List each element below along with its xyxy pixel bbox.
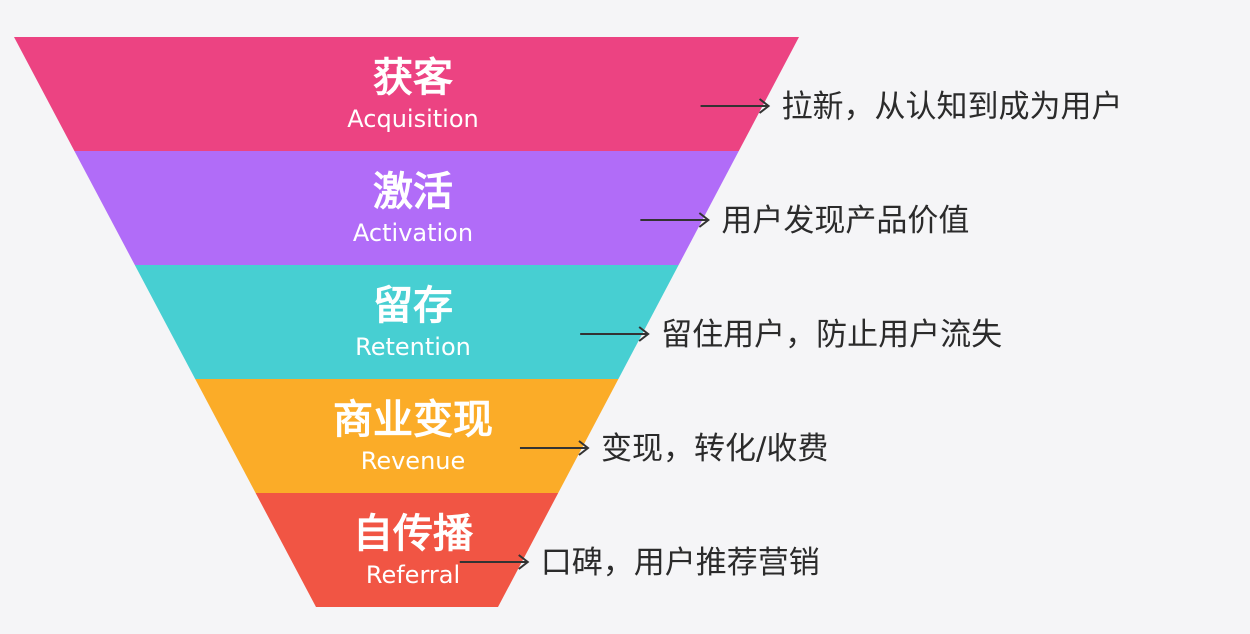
stage-title: 留存 — [373, 283, 453, 329]
funnel-descriptions: 拉新，从认知到成为用户用户发现产品价值留住用户，防止用户流失变现，转化/收费口碑… — [541, 89, 1123, 581]
funnel-band-2 — [74, 151, 739, 265]
funnel-arrows — [459, 98, 771, 570]
stage-title: 激活 — [373, 169, 453, 215]
stage-subtitle: Acquisition — [347, 105, 478, 133]
stage-description: 用户发现产品价值 — [721, 203, 969, 239]
funnel-band-5 — [255, 493, 559, 607]
funnel-bands — [14, 37, 799, 607]
stage-title: 自传播 — [353, 511, 474, 557]
stage-title: 获客 — [373, 55, 453, 101]
stage-description: 拉新，从认知到成为用户 — [782, 89, 1123, 125]
stage-subtitle: Activation — [353, 219, 473, 247]
arrow-head-icon — [578, 440, 590, 456]
stage-description: 留住用户，防止用户流失 — [661, 317, 1002, 353]
stage-description: 变现，转化/收费 — [601, 431, 828, 467]
funnel-labels: 获客 Acquisition 激活 Activation 留存 Retention 商业变现… — [333, 55, 493, 589]
funnel-band-3 — [134, 265, 679, 379]
stage-subtitle: Referral — [366, 561, 460, 589]
arrow-head-icon — [638, 326, 650, 342]
stage-title: 商业变现 — [333, 397, 493, 443]
stage-subtitle: Retention — [355, 333, 471, 361]
arrow-head-icon — [758, 98, 771, 114]
arrow-head-icon — [518, 554, 530, 570]
stage-subtitle: Revenue — [361, 447, 466, 475]
stage-description: 口碑，用户推荐营销 — [541, 545, 820, 581]
funnel-band-4 — [195, 379, 619, 493]
funnel-band-1 — [14, 37, 799, 151]
arrow-head-icon — [698, 212, 710, 228]
